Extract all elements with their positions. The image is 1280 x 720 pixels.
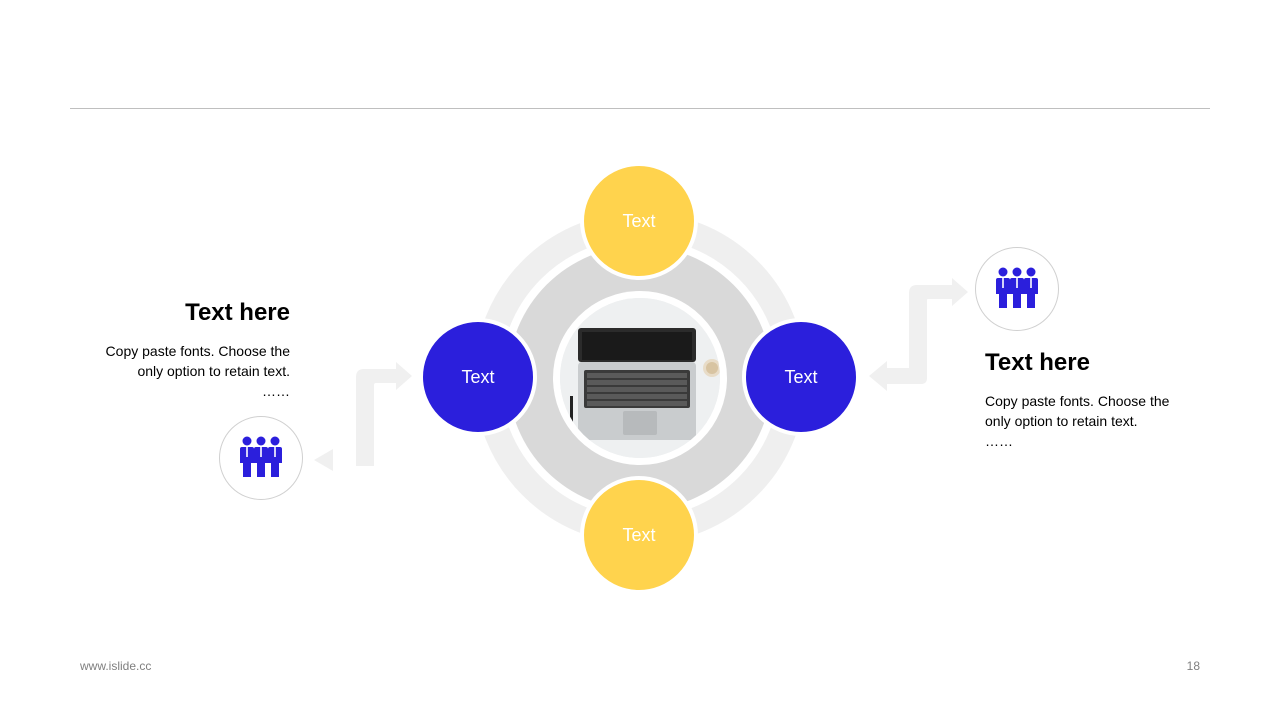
node-top: Text [580,162,698,280]
top-divider [70,108,1210,109]
page-number: 18 [1186,659,1200,673]
node-right: Text [742,318,860,436]
left-connector-arrow [314,362,412,471]
left-body: Copy paste fonts. Choose the only option… [106,341,290,401]
left-ellipsis: …… [262,383,290,399]
right-body-line1: Copy paste fonts. Choose the [985,393,1170,409]
laptop-photo [560,298,720,458]
node-left-label: Text [461,366,495,387]
left-heading: Text here [185,299,290,326]
node-bottom: Text [580,476,698,594]
node-right-label: Text [784,366,818,387]
right-heading: Text here [985,349,1090,376]
people-group-icon [996,267,1038,308]
right-body: Copy paste fonts. Choose the only option… [985,391,1169,451]
right-ellipsis: …… [985,433,1013,449]
right-connector-arrow [869,278,968,391]
right-body-line2: only option to retain text. [985,413,1138,429]
people-group-icon [240,436,282,477]
node-left: Text [419,318,537,436]
node-bottom-label: Text [622,524,656,545]
right-icon-circle [975,247,1059,331]
left-body-line1: Copy paste fonts. Choose the [105,343,290,359]
laptop-icon [560,298,720,458]
left-icon-circle [219,416,303,500]
node-top-label: Text [622,210,656,231]
left-body-line2: only option to retain text. [137,363,290,379]
footer-website: www.islide.cc [80,659,152,673]
